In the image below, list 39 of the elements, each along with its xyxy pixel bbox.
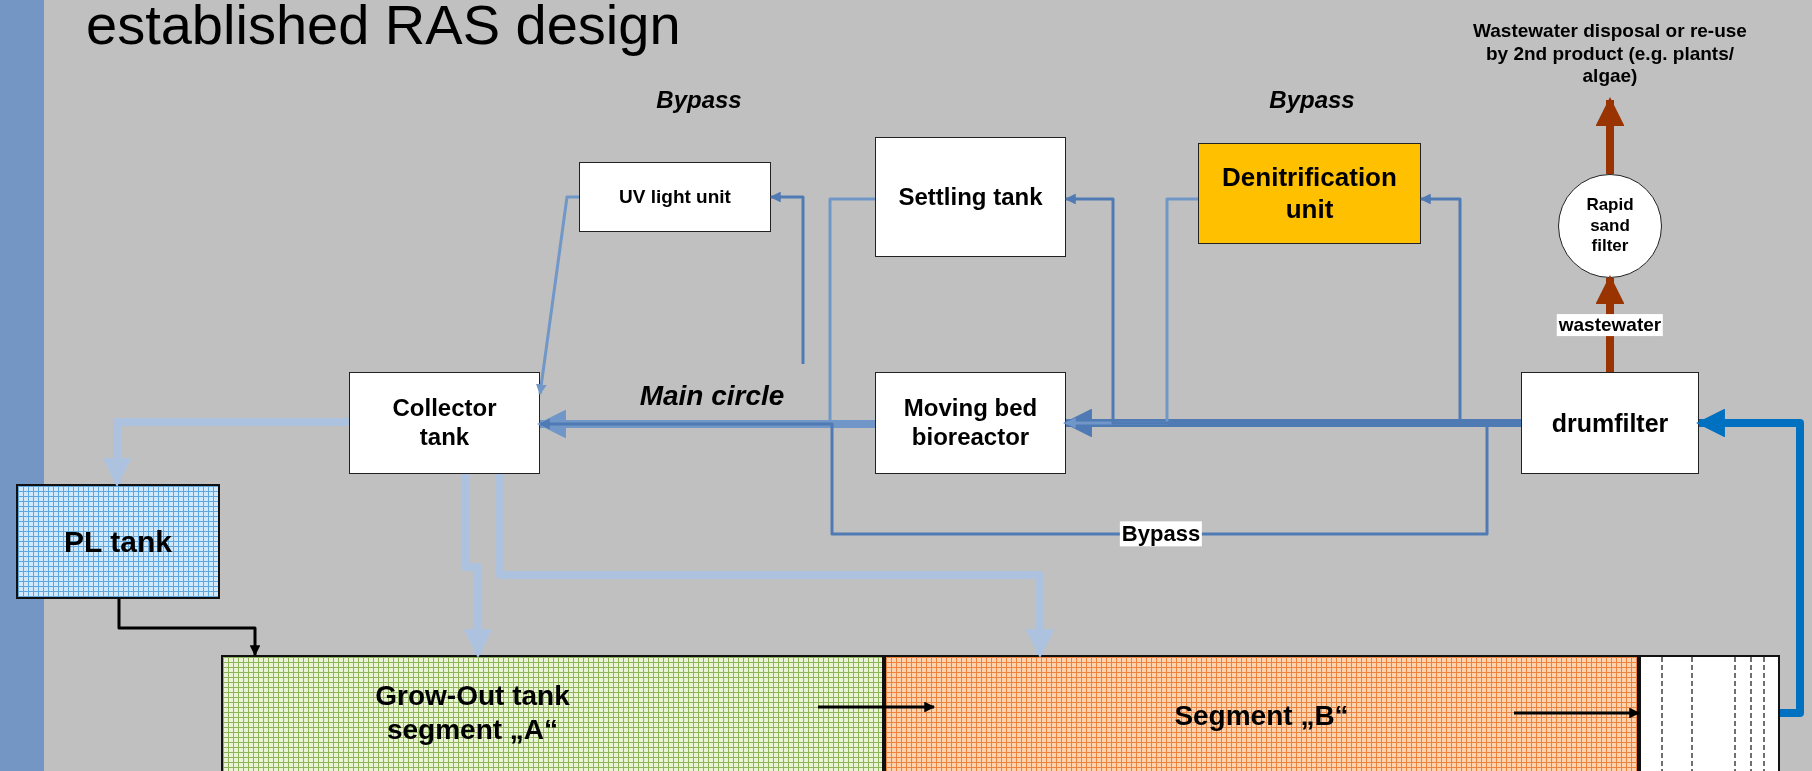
arrow <box>461 474 493 658</box>
edge-label: wastewater <box>1556 314 1664 336</box>
box-label: Settling tank <box>898 182 1043 212</box>
box-label: Grow-Out tank segment „A“ <box>374 679 571 747</box>
box-label: Rapid sand filter <box>1585 195 1635 257</box>
tank-section <box>1639 655 1780 771</box>
box-label: Moving bed bioreactor <box>902 394 1039 452</box>
process-box <box>1198 143 1421 244</box>
title: established RAS design <box>86 0 681 56</box>
box-label: Collector tank <box>391 394 498 452</box>
process-box <box>875 372 1066 474</box>
tank-box <box>16 484 220 599</box>
arrow <box>102 418 349 487</box>
box-label: UV light unit <box>619 185 731 209</box>
arrow <box>1514 707 1641 719</box>
box-label: Denitrification unit <box>1221 162 1398 225</box>
process-box <box>579 162 771 232</box>
arrow <box>535 195 579 396</box>
arrow <box>818 701 936 713</box>
box-label: Wastewater disposal or re-use by 2nd product (e.g. plants/ algae) <box>1472 19 1748 89</box>
edge-label: Bypass <box>1119 521 1203 547</box>
arrow <box>1595 97 1625 174</box>
box-label: drumfilter <box>1551 408 1669 438</box>
arrow <box>496 474 1055 658</box>
arrow <box>117 599 261 657</box>
arrow <box>1696 408 1804 717</box>
arrow <box>537 409 875 439</box>
process-box <box>349 372 540 474</box>
arrow <box>769 191 805 364</box>
bypass-note: Bypass <box>1269 86 1355 114</box>
box-label: Segment „B“ <box>1174 699 1349 733</box>
process-box <box>1521 372 1699 474</box>
process-box <box>875 137 1066 257</box>
box-label: PL tank <box>64 523 172 560</box>
arrow <box>1063 408 1521 438</box>
edge-label: Main circle <box>638 379 786 413</box>
bypass-note: Bypass <box>656 86 742 114</box>
tank-box <box>221 655 884 771</box>
tank-box <box>884 655 1639 771</box>
